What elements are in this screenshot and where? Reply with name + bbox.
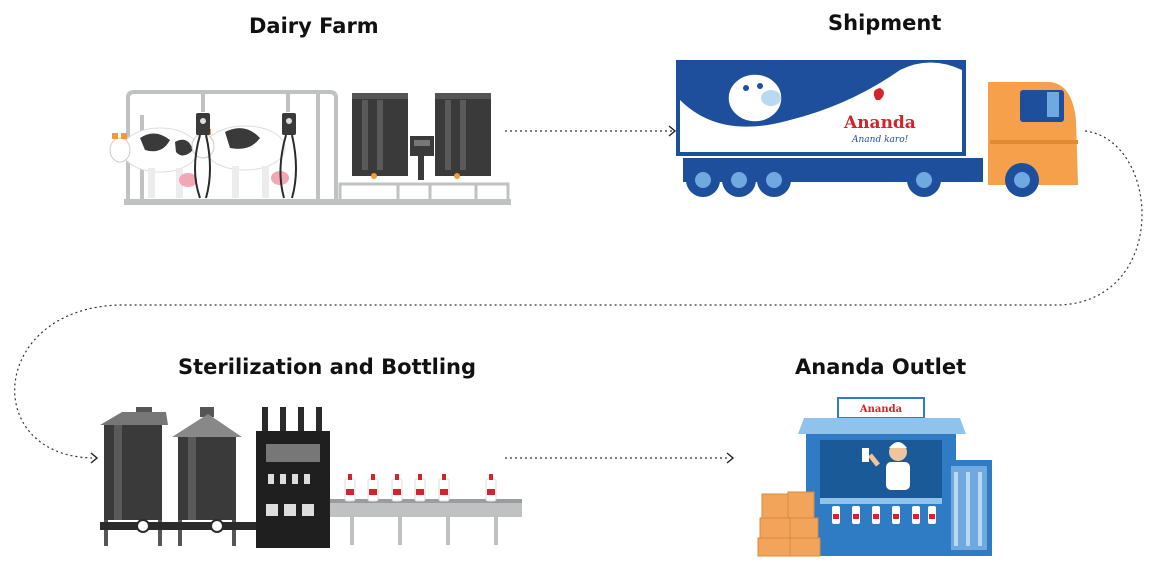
truck-tagline-text: Anand karo! (851, 135, 909, 145)
flow-arrows (14, 130, 1143, 459)
fridge (946, 460, 992, 556)
milking-machine-2 (279, 113, 297, 199)
shipment-title: Shipment (828, 11, 942, 35)
shopkeeper (862, 442, 910, 490)
arrowhead-outlet (726, 452, 735, 464)
cardboard-boxes (757, 491, 821, 557)
outlet-sign-text: Ananda (859, 404, 903, 415)
truck-wheels (686, 163, 1039, 197)
milk-tank-2 (435, 93, 491, 179)
sterilizer-tank-1 (100, 407, 168, 546)
shipment-truck-illustration: Ananda Anand karo! (676, 60, 1078, 197)
dairy-farm-title: Dairy Farm (249, 14, 379, 38)
ananda-logo: Ananda Anand karo! (843, 88, 916, 145)
outlet-illustration: Ananda (757, 397, 992, 557)
arrowhead-shipment (668, 125, 677, 137)
outlet-title: Ananda Outlet (795, 355, 967, 379)
dairy-farm-illustration (109, 90, 511, 205)
cow-mascot (727, 63, 783, 123)
milk-tank-1 (352, 93, 408, 179)
control-unit (410, 136, 434, 180)
arrow-shipment-to-sterilization (14, 130, 1143, 459)
milk-bottles (344, 474, 497, 502)
truck-brand-text: Ananda (843, 113, 916, 133)
bottling-machine (256, 407, 330, 548)
milking-machine-1 (194, 113, 211, 199)
sterilization-bottling-illustration (100, 407, 522, 548)
sterilizer-tank-2 (172, 407, 242, 546)
truck-cab (988, 82, 1078, 185)
pipes-gauges (100, 519, 260, 533)
outlet-counter-bottles (832, 506, 936, 524)
cow-1 (109, 127, 199, 198)
conveyor-belt (330, 499, 522, 545)
sterilization-title: Sterilization and Bottling (178, 355, 477, 379)
arrowhead-sterilization (90, 452, 99, 464)
